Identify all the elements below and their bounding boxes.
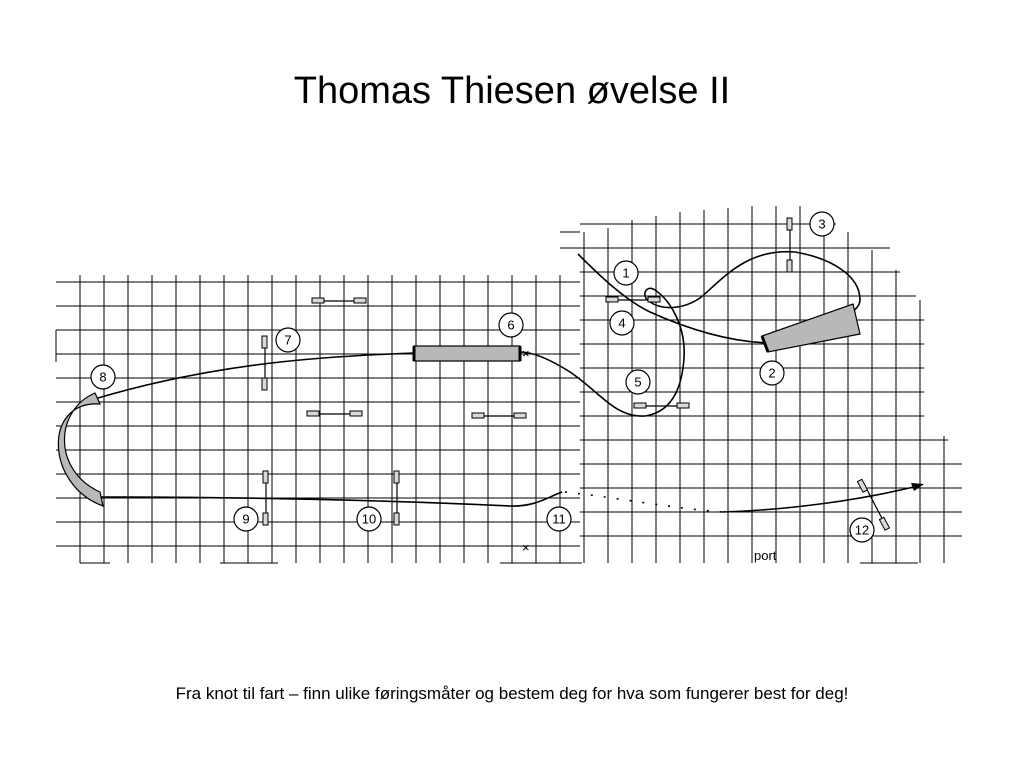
path-8-to-11: [99, 491, 563, 507]
end-mark: ×: [522, 540, 530, 555]
svg-text:3: 3: [818, 217, 825, 232]
obstacle-number-12: 12: [849, 517, 875, 543]
svg-text:6: 6: [507, 318, 514, 333]
obstacle-number-7: 7: [275, 327, 301, 353]
path-to-finish: [721, 485, 919, 513]
finish-arrow-icon: [911, 483, 924, 491]
jump-5: [633, 402, 690, 409]
jump-top-left: [311, 297, 367, 304]
obstacle-number-11: 11: [546, 506, 572, 532]
obstacle-number-9: 9: [233, 506, 259, 532]
path-start-to-1: [577, 253, 771, 344]
path-2-to-3-loop: [519, 251, 861, 417]
obstacle-number-10: 10: [356, 506, 382, 532]
svg-text:8: 8: [99, 370, 106, 385]
tunnels: [57, 303, 861, 507]
slide-title: Thomas Thiesen øvelse II: [293, 70, 731, 112]
tunnel-2-chute: [761, 303, 861, 353]
obstacle-number-8: 8: [90, 364, 116, 390]
obstacle-number-5: 5: [625, 369, 651, 395]
svg-text:9: 9: [242, 512, 249, 527]
port-label: port: [754, 548, 777, 563]
svg-text:11: 11: [552, 512, 566, 527]
path-6-to-8: [97, 352, 416, 399]
svg-text:12: 12: [855, 523, 869, 538]
jump-12: [856, 478, 891, 531]
grid: [55, 206, 962, 564]
tunnel-8-curved: [57, 392, 104, 507]
svg-text:5: 5: [634, 375, 641, 390]
jump-7: [261, 335, 268, 391]
obstacle-number-4: 4: [609, 310, 635, 336]
path-11-dotted: [564, 491, 723, 513]
svg-text:1: 1: [622, 266, 629, 281]
svg-text:7: 7: [284, 333, 291, 348]
obstacle-number-6: 6: [498, 312, 524, 338]
jumps: [261, 217, 891, 531]
jump-3: [786, 217, 793, 273]
tunnel-6: [413, 345, 521, 362]
svg-text:4: 4: [618, 316, 625, 331]
start-mark: ×: [522, 346, 530, 361]
jump-mid-left: [306, 410, 363, 417]
slide-caption: Fra knot til fart – finn ulike føringsmå…: [175, 684, 849, 703]
svg-text:10: 10: [362, 512, 376, 527]
grid-left-block: [55, 275, 580, 563]
jump-10: [393, 470, 400, 526]
obstacle-number-2: 2: [759, 360, 785, 386]
jump-1-4: [605, 296, 661, 303]
obstacle-number-1: 1: [613, 260, 639, 286]
jump-9: [262, 470, 269, 526]
course-path: [97, 251, 924, 513]
jump-mid-right: [471, 412, 527, 419]
obstacle-number-3: 3: [809, 211, 835, 237]
svg-text:2: 2: [768, 366, 775, 381]
